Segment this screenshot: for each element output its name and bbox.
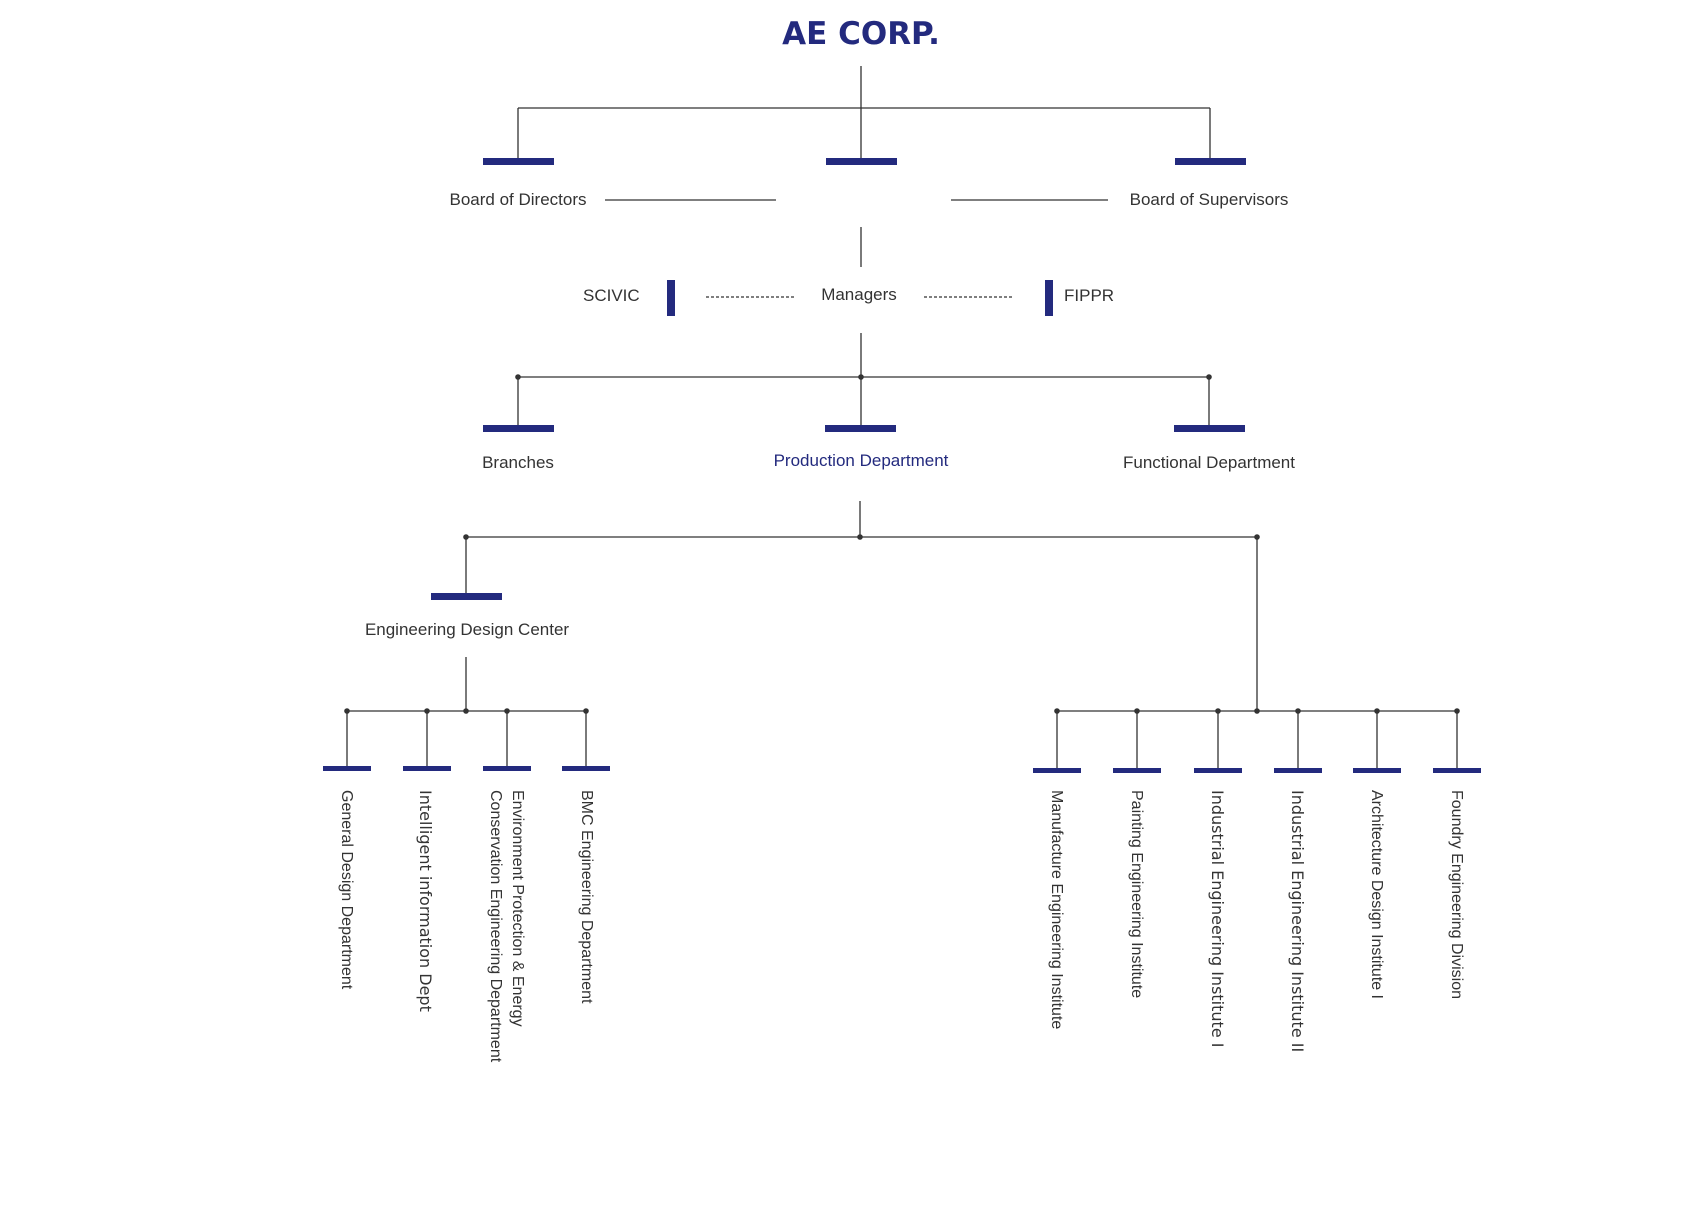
node-bar-dept-1 <box>323 766 371 771</box>
institute-label-industrial-2: Industrial Engineering Institute II <box>1288 790 1307 1053</box>
node-bar-inst-3 <box>1194 768 1242 773</box>
node-bar-inst-2 <box>1113 768 1161 773</box>
dept-label-bmc-engineering: BMC Engineering Department <box>578 790 595 1004</box>
node-bar-dept-2 <box>403 766 451 771</box>
node-bar-design-center <box>431 593 502 600</box>
board-of-supervisors-label: Board of Supervisors <box>1129 190 1289 209</box>
node-bar-inst-1 <box>1033 768 1081 773</box>
institute-label-manufacture: Manufacture Engineering Institute <box>1048 790 1065 1030</box>
engineering-design-center-label: Engineering Design Center <box>364 620 570 639</box>
node-bar-inst-4 <box>1274 768 1322 773</box>
institute-label-foundry: Foundry Engineering Division <box>1448 790 1465 999</box>
board-of-directors-label: Board of Directors <box>449 190 587 209</box>
node-bar-scivic <box>667 280 675 316</box>
junction-dots <box>344 374 1460 714</box>
dept-label-environment-protection: Environment Protection & Energy Conserva… <box>487 790 526 1063</box>
node-bar-fippr <box>1045 280 1053 316</box>
node-bar-shareholders <box>826 158 897 165</box>
connector-lines <box>346 66 1458 769</box>
node-bar-board-of-directors <box>483 158 554 165</box>
node-bar-board-of-supervisors <box>1175 158 1246 165</box>
node-bars <box>323 158 1481 773</box>
institute-label-architecture: Architecture Design Institute I <box>1368 790 1385 999</box>
dept-label-general-design: General Design Department <box>338 790 355 990</box>
branches-label: Branches <box>482 453 554 472</box>
scivic-label: SCIVIC <box>583 286 640 305</box>
institute-label-industrial-1: Industrial Engineering Institute I <box>1208 790 1227 1048</box>
company-title: AE CORP. <box>782 16 940 52</box>
node-bar-functional <box>1174 425 1245 432</box>
node-bar-dept-4 <box>562 766 610 771</box>
functional-department-label: Functional Department <box>1123 453 1295 472</box>
production-department-label: Production Department <box>773 451 949 470</box>
node-bar-branches <box>483 425 554 432</box>
node-bar-inst-6 <box>1433 768 1481 773</box>
node-bar-dept-3 <box>483 766 531 771</box>
node-bar-production <box>825 425 896 432</box>
institute-label-painting: Painting Engineering Institute <box>1128 790 1145 999</box>
node-bar-inst-5 <box>1353 768 1401 773</box>
managers-label: Managers <box>821 285 897 304</box>
dept-label-intelligent-information: Intelligent information Dept <box>416 790 435 1012</box>
fippr-label: FIPPR <box>1064 286 1115 305</box>
